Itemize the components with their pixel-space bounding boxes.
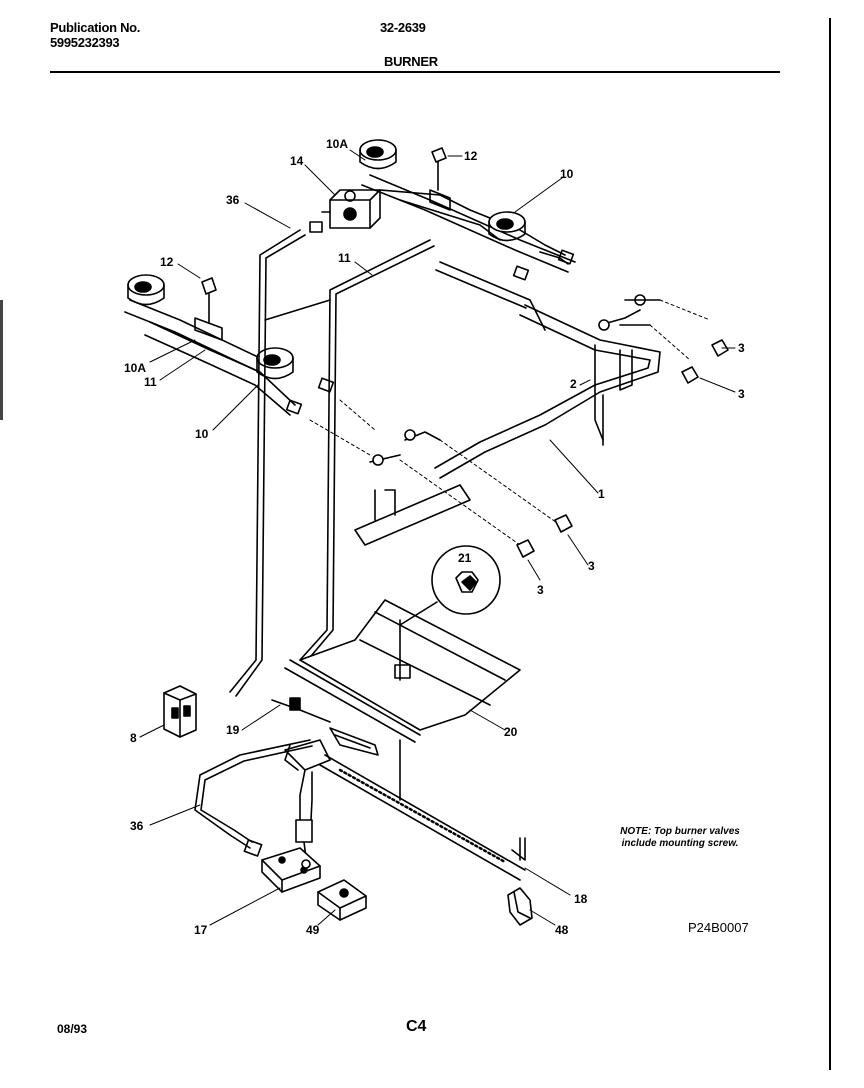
- callout-1: 1: [598, 487, 605, 501]
- note-line-1: NOTE: Top burner valves: [620, 826, 740, 837]
- publication-label: Publication No.: [50, 20, 141, 35]
- callout-48: 48: [555, 923, 569, 937]
- rear-burner-assembly: [359, 139, 576, 281]
- callout-36-top: 36: [226, 193, 240, 207]
- callout-12-left: 12: [160, 255, 174, 269]
- publication-number: 5995232393: [50, 35, 120, 50]
- switch-8: [163, 685, 197, 738]
- callout-10-top: 10: [560, 167, 574, 181]
- section-title: BURNER: [384, 54, 438, 69]
- callout-8: 8: [130, 731, 137, 745]
- callout-10a-top: 10A: [326, 137, 348, 151]
- callout-12-top: 12: [464, 149, 478, 163]
- ignitor-19: [271, 697, 379, 756]
- callout-18: 18: [574, 892, 588, 906]
- manifold-tubes: [124, 261, 661, 479]
- nut-21-detail: [399, 545, 501, 626]
- model-number: 32-2639: [380, 20, 426, 35]
- note-line-2: include mounting screw.: [621, 838, 739, 849]
- callout-11-top: 11: [338, 251, 351, 265]
- callout-10a-left: 10A: [124, 361, 146, 375]
- left-scan-edge: [0, 300, 3, 420]
- callout-19: 19: [226, 723, 240, 737]
- callout-14: 14: [290, 154, 304, 168]
- callout-3-b: 3: [738, 387, 745, 401]
- footer-page: C4: [406, 1018, 427, 1035]
- callout-21: 21: [458, 551, 472, 565]
- leader-lines: [139, 149, 736, 926]
- callout-2: 2: [570, 377, 577, 391]
- front-valves: [309, 399, 573, 558]
- gas-line-36: [229, 229, 435, 697]
- callout-3-a: 3: [738, 341, 745, 355]
- bracket-49: [317, 879, 367, 921]
- rear-valves: [594, 294, 729, 446]
- lower-regulator: [284, 739, 331, 859]
- callout-10-left: 10: [195, 427, 209, 441]
- regulator-14: [309, 189, 381, 233]
- drawing-id: P24B0007: [688, 920, 749, 935]
- callout-36-bottom: 36: [130, 819, 144, 833]
- header-rule: [50, 71, 780, 73]
- callout-20: 20: [504, 725, 518, 739]
- footer-date: 08/93: [57, 1022, 88, 1036]
- oven-burner-20: [284, 599, 521, 743]
- right-frame-line: [829, 18, 831, 1070]
- note-block: NOTE: Top burner valves include mounting…: [600, 826, 760, 850]
- callout-49: 49: [306, 923, 320, 937]
- oven-burner-tube-18: [319, 739, 526, 881]
- valve-body-17: [261, 847, 321, 893]
- callout-3-d: 3: [537, 583, 544, 597]
- callout-17: 17: [194, 923, 208, 937]
- callout-3-c: 3: [588, 559, 595, 573]
- gas-line-36-lower: [194, 739, 313, 857]
- bracket-48: [507, 887, 533, 926]
- callout-11-left: 11: [144, 375, 157, 389]
